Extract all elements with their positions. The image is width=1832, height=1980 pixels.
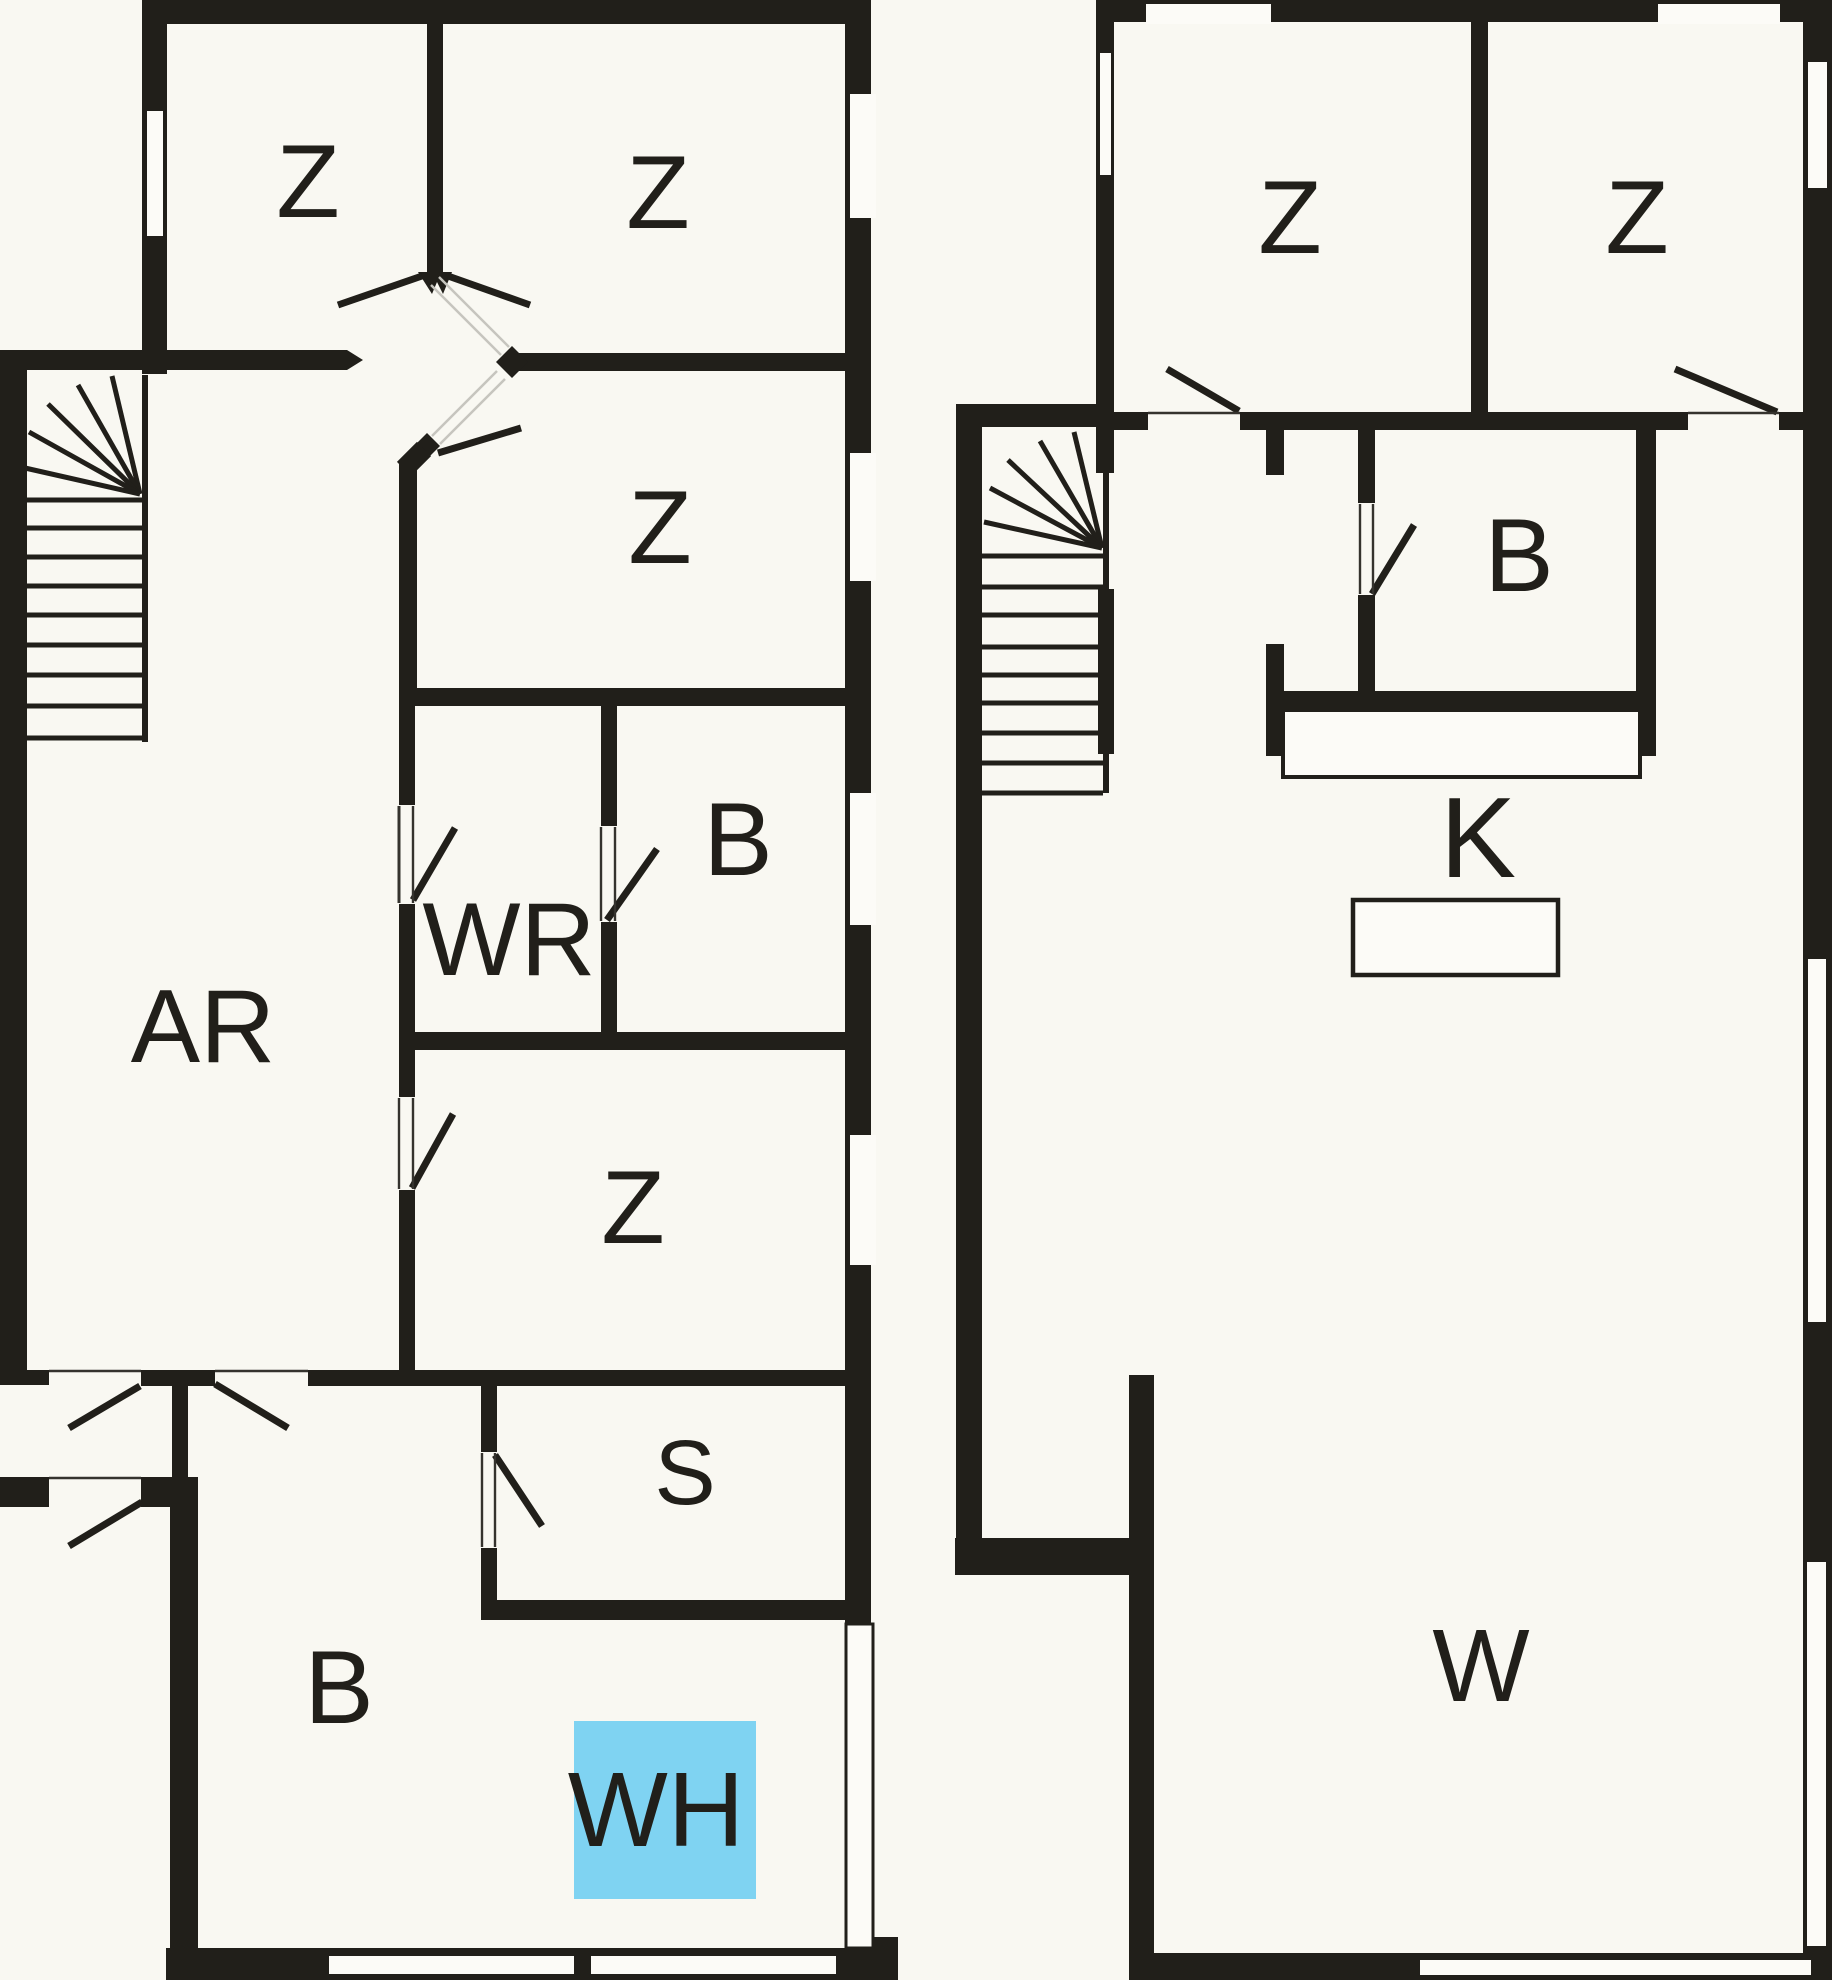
svg-text:B: B bbox=[304, 1630, 373, 1746]
svg-text:K: K bbox=[1440, 775, 1516, 902]
svg-text:S: S bbox=[654, 1422, 715, 1524]
svg-text:AR: AR bbox=[131, 969, 275, 1085]
svg-text:B: B bbox=[1484, 498, 1553, 614]
svg-text:Z: Z bbox=[1605, 160, 1669, 276]
svg-text:Z: Z bbox=[1258, 160, 1322, 276]
svg-text:Z: Z bbox=[626, 135, 690, 251]
svg-text:WR: WR bbox=[422, 882, 595, 998]
svg-text:Z: Z bbox=[601, 1150, 665, 1266]
svg-text:W: W bbox=[1432, 1608, 1529, 1723]
svg-text:WH: WH bbox=[568, 1751, 745, 1869]
svg-text:Z: Z bbox=[276, 124, 340, 240]
svg-text:B: B bbox=[703, 782, 772, 898]
svg-text:Z: Z bbox=[628, 470, 692, 586]
